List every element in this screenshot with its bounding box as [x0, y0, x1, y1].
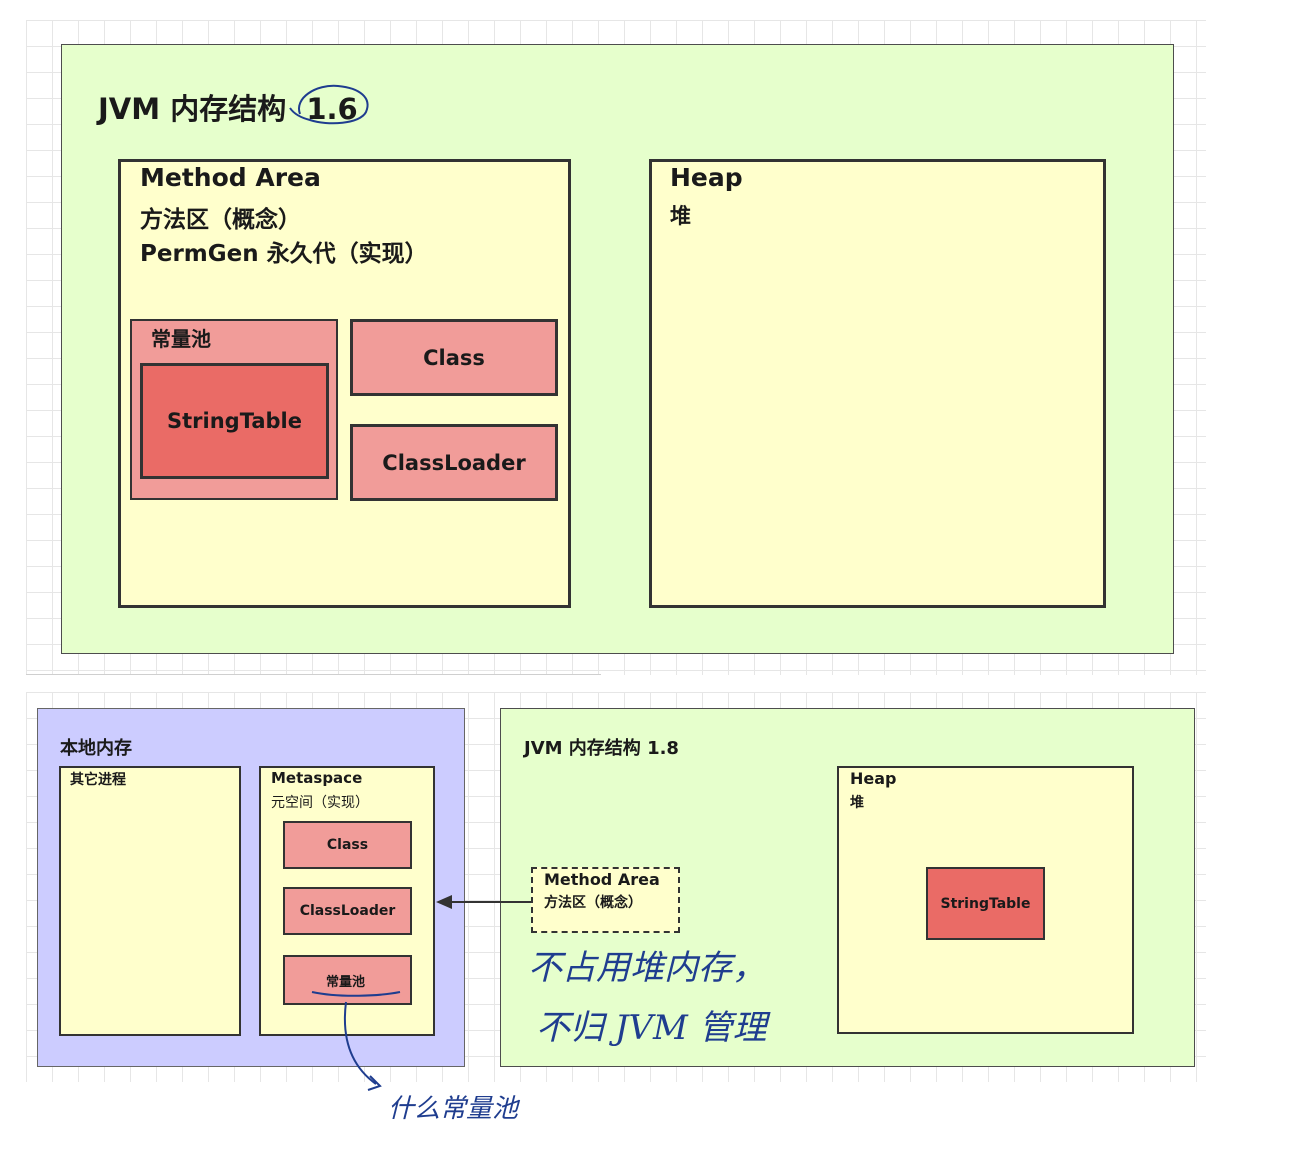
- method-area-16-permgen: PermGen 永久代（实现）: [140, 241, 428, 267]
- string-table-18: StringTable: [926, 867, 1045, 940]
- heap-18-subtitle: 堆: [850, 795, 864, 811]
- class-16: Class: [350, 319, 558, 396]
- constant-pool-18: [283, 955, 412, 1005]
- method-area-16-title: Method Area: [140, 163, 321, 192]
- method-area-arrow: [436, 895, 532, 909]
- classloader-18-label: ClassLoader: [299, 903, 396, 919]
- classloader-18: ClassLoader: [283, 887, 412, 935]
- note-not-jvm: 不归 JVM 管理: [536, 1008, 767, 1048]
- heap-16-subtitle: 堆: [670, 204, 691, 228]
- class-16-label: Class: [423, 345, 485, 370]
- heap-18-title: Heap: [850, 769, 897, 788]
- jvm18-title: JVM 内存结构 1.8: [524, 738, 679, 759]
- native-memory-title: 本地内存: [60, 738, 132, 759]
- version-circle-annotation: [289, 84, 369, 125]
- note-not-heap: 不占用堆内存，: [528, 948, 766, 988]
- metaspace-title: Metaspace: [271, 769, 363, 787]
- string-table-18-label: StringTable: [940, 895, 1031, 912]
- classloader-16: ClassLoader: [350, 424, 558, 501]
- string-table-16: StringTable: [140, 363, 329, 479]
- constant-pool-16-label: 常量池: [151, 327, 211, 351]
- heap-16-title: Heap: [670, 163, 743, 192]
- method-area-16-concept: 方法区（概念）: [140, 207, 301, 233]
- string-table-16-label: StringTable: [167, 409, 302, 433]
- heap-16: [649, 159, 1106, 608]
- classloader-16-label: ClassLoader: [382, 450, 526, 475]
- pool-underline-annotation: [311, 991, 401, 1091]
- class-18: Class: [283, 821, 412, 869]
- method-area-18-title: Method Area: [544, 870, 660, 889]
- method-area-18: [531, 867, 680, 933]
- jvm16-title-text: JVM 内存结构: [98, 92, 287, 126]
- jvm16-title: JVM 内存结构 1.6: [98, 86, 358, 128]
- jvm16-version: 1.6: [306, 92, 358, 126]
- note-what-pool: 什么常量池: [388, 1094, 519, 1124]
- constant-pool-18-label: 常量池: [326, 975, 366, 990]
- class-18-label: Class: [326, 837, 369, 853]
- grid-divider: [26, 674, 601, 675]
- other-processes: [59, 766, 241, 1036]
- metaspace-subtitle: 元空间（实现）: [271, 795, 369, 811]
- method-area-18-subtitle: 方法区（概念）: [544, 895, 642, 911]
- other-processes-label: 其它进程: [70, 772, 126, 788]
